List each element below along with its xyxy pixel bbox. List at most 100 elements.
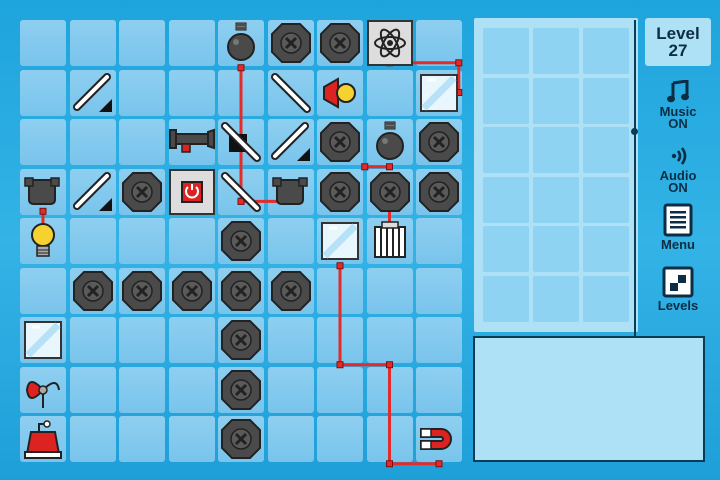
blocker-block[interactable] — [316, 118, 364, 166]
menu-button[interactable]: Menu — [642, 203, 714, 251]
board-cell[interactable] — [119, 218, 165, 264]
board-cell[interactable] — [69, 317, 116, 363]
blocker-block[interactable] — [217, 217, 265, 265]
blocker-block[interactable] — [217, 415, 265, 463]
blocker-block[interactable] — [217, 267, 265, 315]
inventory-slot[interactable] — [483, 275, 529, 322]
board-cell[interactable] — [416, 317, 462, 363]
inventory-slot[interactable] — [483, 176, 529, 223]
blocker-block[interactable] — [217, 316, 265, 364]
board-cell[interactable] — [317, 416, 363, 462]
inventory-slot[interactable] — [533, 127, 579, 173]
blocker-block[interactable] — [316, 168, 364, 216]
ice-block[interactable] — [316, 217, 364, 265]
inventory-slot[interactable] — [583, 176, 629, 223]
board-cell[interactable] — [267, 416, 314, 462]
mirror-piece[interactable] — [267, 69, 315, 117]
mirror-piece[interactable] — [69, 168, 117, 216]
board-cell[interactable] — [267, 366, 314, 413]
board-cell[interactable] — [366, 267, 413, 314]
board-cell[interactable] — [20, 119, 66, 165]
blocker-block[interactable] — [118, 168, 166, 216]
inventory-slot[interactable] — [583, 28, 629, 74]
board-cell[interactable] — [69, 218, 116, 264]
cannon-piece[interactable] — [168, 118, 216, 166]
board-cell[interactable] — [416, 218, 462, 264]
board-cell[interactable] — [69, 20, 116, 66]
board-cell[interactable] — [69, 416, 116, 462]
board-cell[interactable] — [366, 317, 413, 363]
board-cell[interactable] — [168, 218, 215, 264]
board-cell[interactable] — [366, 416, 413, 462]
burner-piece[interactable] — [19, 415, 67, 463]
inventory-slot[interactable] — [533, 275, 579, 322]
inventory-slot[interactable] — [483, 77, 529, 124]
hook-piece[interactable] — [267, 168, 315, 216]
inventory-slot[interactable] — [483, 28, 529, 74]
board-cell[interactable] — [119, 366, 165, 413]
board-cell[interactable] — [69, 366, 116, 413]
board-cell[interactable] — [119, 416, 165, 462]
ice-block[interactable] — [19, 316, 67, 364]
hook-piece[interactable] — [19, 168, 67, 216]
board-cell[interactable] — [416, 267, 462, 314]
inventory-slot[interactable] — [583, 77, 629, 124]
bomb-piece[interactable] — [217, 19, 265, 67]
board-cell[interactable] — [168, 69, 215, 116]
inventory-slot[interactable] — [533, 176, 579, 223]
board-cell[interactable] — [267, 218, 314, 264]
board-cell[interactable] — [168, 416, 215, 462]
inventory-slot[interactable] — [583, 275, 629, 322]
board-cell[interactable] — [69, 119, 116, 165]
board-cell[interactable] — [218, 69, 264, 116]
light-bulb-icon[interactable] — [19, 217, 67, 265]
ice-block[interactable] — [415, 69, 463, 117]
levels-button[interactable]: Levels — [642, 266, 714, 312]
mirror-piece[interactable] — [217, 118, 265, 166]
power-switch[interactable] — [168, 168, 216, 216]
inventory-slot[interactable] — [483, 127, 529, 173]
cage-piece[interactable] — [366, 217, 414, 265]
laser-emitter[interactable] — [316, 69, 364, 117]
board-cell[interactable] — [168, 20, 215, 66]
board-cell[interactable] — [416, 20, 462, 66]
inventory-slot[interactable] — [533, 226, 579, 272]
blocker-block[interactable] — [366, 168, 414, 216]
board-cell[interactable] — [366, 366, 413, 413]
board-cell[interactable] — [119, 119, 165, 165]
board-cell[interactable] — [20, 69, 66, 116]
blocker-block[interactable] — [217, 366, 265, 414]
audio-toggle-button[interactable]: Audio ON — [642, 144, 714, 194]
music-toggle-button[interactable]: Music ON — [642, 80, 714, 130]
magnet-piece[interactable] — [415, 415, 463, 463]
board-cell[interactable] — [168, 366, 215, 413]
board-cell[interactable] — [317, 317, 363, 363]
board-cell[interactable] — [20, 20, 66, 66]
inventory-slot[interactable] — [583, 226, 629, 272]
board-cell[interactable] — [168, 317, 215, 363]
board-cell[interactable] — [119, 317, 165, 363]
board-cell[interactable] — [119, 20, 165, 66]
board-cell[interactable] — [366, 69, 413, 116]
inventory-slot[interactable] — [533, 28, 579, 74]
mirror-piece[interactable] — [69, 69, 117, 117]
bomb-piece[interactable] — [366, 118, 414, 166]
board-cell[interactable] — [416, 366, 462, 413]
blocker-block[interactable] — [118, 267, 166, 315]
blocker-block[interactable] — [415, 118, 463, 166]
board-cell[interactable] — [267, 317, 314, 363]
blocker-block[interactable] — [69, 267, 117, 315]
blocker-block[interactable] — [267, 19, 315, 67]
board-cell[interactable] — [317, 267, 363, 314]
board-cell[interactable] — [317, 366, 363, 413]
fan-piece[interactable] — [19, 366, 67, 414]
inventory-slot[interactable] — [533, 77, 579, 124]
inventory-slot[interactable] — [483, 226, 529, 272]
inventory-slot[interactable] — [583, 127, 629, 173]
blocker-block[interactable] — [267, 267, 315, 315]
blocker-block[interactable] — [168, 267, 216, 315]
blocker-block[interactable] — [316, 19, 364, 67]
mirror-piece[interactable] — [217, 168, 265, 216]
blocker-block[interactable] — [415, 168, 463, 216]
board-cell[interactable] — [119, 69, 165, 116]
